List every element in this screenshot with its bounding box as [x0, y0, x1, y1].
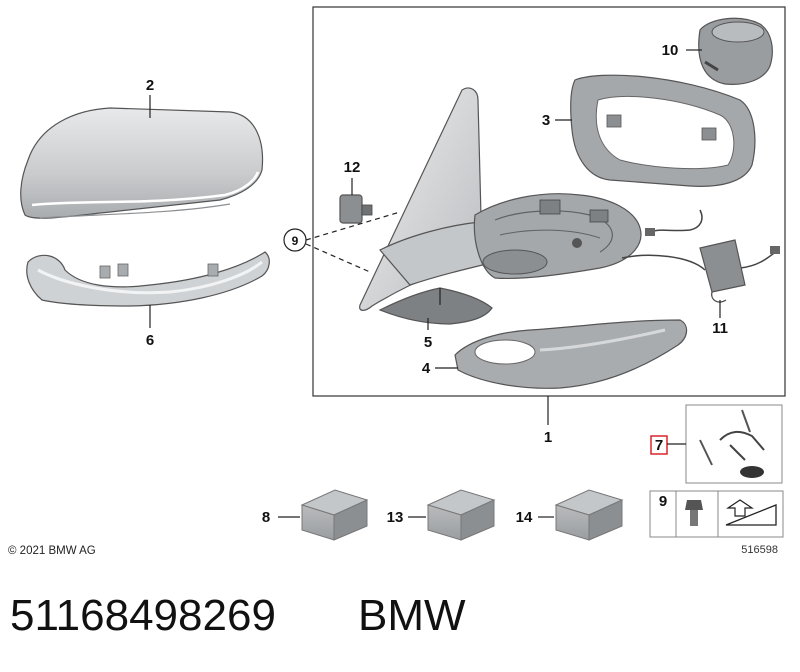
callout-10[interactable]: 10 — [662, 42, 679, 59]
callout-3[interactable]: 3 — [542, 112, 550, 129]
connector-part[interactable] — [339, 194, 373, 224]
callout-1[interactable]: 1 — [544, 429, 552, 446]
copyright-text: © 2021 BMW AG — [8, 545, 96, 557]
callout-11[interactable]: 11 — [712, 320, 728, 337]
motor-part[interactable] — [698, 17, 773, 85]
callout-12[interactable]: 12 — [344, 159, 361, 176]
lower-trim-part[interactable] — [454, 319, 688, 389]
box-part-14[interactable] — [554, 489, 624, 541]
callout-4[interactable]: 4 — [422, 360, 431, 377]
diagram-reference: 516598 — [741, 544, 778, 556]
callout-14[interactable]: 14 — [516, 509, 533, 526]
callout-7[interactable]: 7 — [655, 437, 663, 454]
cover-part[interactable] — [378, 287, 493, 325]
assembly-frame — [312, 6, 786, 397]
bracket-kit-box — [685, 404, 783, 484]
callout-7-highlight — [650, 435, 668, 455]
callout-9-box[interactable]: 9 — [659, 493, 667, 510]
callout-6[interactable]: 6 — [146, 332, 154, 349]
frame-ring-part[interactable] — [570, 74, 756, 187]
wedge-symbol — [725, 499, 777, 526]
part-number: 51168498269 — [10, 591, 276, 640]
callout-8[interactable]: 8 — [262, 509, 270, 526]
callout-9-circle[interactable]: 9 — [292, 234, 299, 248]
mirror-cap-part[interactable] — [20, 107, 264, 219]
mirror-base-part[interactable] — [359, 87, 496, 311]
box-part-13[interactable] — [426, 489, 496, 541]
wiring-harness-part[interactable] — [621, 209, 780, 303]
callout-13[interactable]: 13 — [387, 509, 404, 526]
mirror-drive-mechanism[interactable] — [473, 193, 642, 280]
box-part-8[interactable] — [300, 489, 369, 541]
callout-2[interactable]: 2 — [146, 77, 154, 94]
callout-5[interactable]: 5 — [424, 334, 432, 351]
screw-part[interactable] — [685, 500, 703, 526]
brand-name: BMW — [358, 591, 466, 640]
turn-signal-light-part[interactable] — [26, 251, 270, 307]
bracket-kit-part[interactable] — [699, 409, 765, 478]
